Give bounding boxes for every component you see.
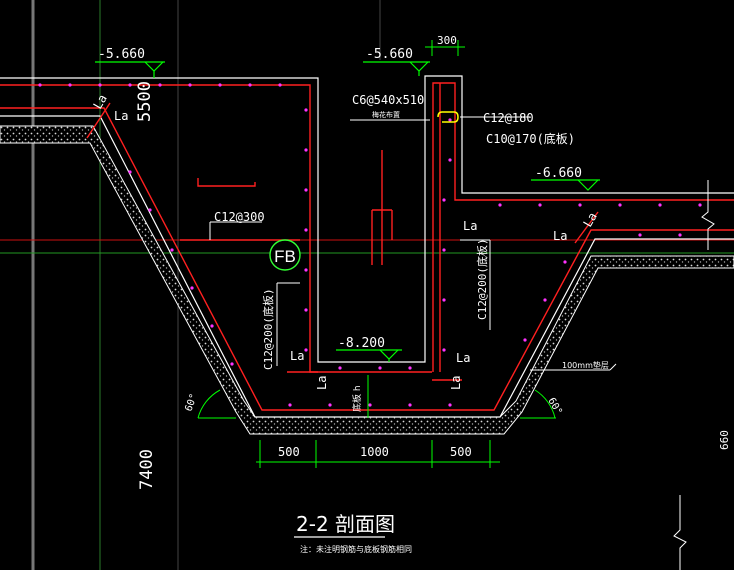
break-symbols xyxy=(673,180,734,570)
dim-wall-thickness: 300 xyxy=(437,34,457,47)
rebar-slab-label: C12@300 xyxy=(214,210,265,224)
anchor-label: La xyxy=(290,349,304,363)
anchor-label: La xyxy=(90,92,109,112)
stirrup-hook xyxy=(437,111,459,123)
rebar-top-label: C12@180 xyxy=(483,111,534,125)
rebar-inner-right xyxy=(432,82,734,372)
anchor-label: La xyxy=(553,229,567,243)
anchor-labels: La La La La La La La La La xyxy=(90,92,599,390)
anchor-label: La xyxy=(463,219,477,233)
anchor-label: La xyxy=(449,376,463,390)
anchor-label: La xyxy=(456,351,470,365)
elevation-markers xyxy=(95,61,600,362)
anchor-label: La xyxy=(114,109,128,123)
elevation-pit-bottom xyxy=(336,349,402,362)
rebar-inner-left xyxy=(0,84,432,373)
elevation-right-floor-label: -6.660 xyxy=(535,166,582,181)
concrete-outline xyxy=(0,75,734,418)
fb-marker: FB xyxy=(269,239,301,271)
rebar-lines xyxy=(0,82,734,411)
rebar-outer xyxy=(0,107,734,411)
rebar-stirrup-note: 梅花布置 xyxy=(372,110,400,119)
rebar-la-hook xyxy=(574,211,599,244)
angle-arc-left xyxy=(197,389,221,419)
section-title: 2-2 剖面图 xyxy=(296,512,395,536)
anchor-label: La xyxy=(315,376,329,390)
cushion-fill xyxy=(0,125,734,435)
depth-h-label: 底板 h xyxy=(351,385,363,412)
dimension-lines xyxy=(197,40,556,468)
elevation-left-top xyxy=(95,61,165,78)
leader-lines xyxy=(209,116,617,371)
cushion-label: 100mm垫层 xyxy=(562,360,609,370)
stirrup xyxy=(437,111,459,123)
rebar-stirrup-label: C6@540x510 xyxy=(352,93,424,107)
gravel-cushion xyxy=(0,125,734,435)
elevation-mid-top xyxy=(363,61,430,76)
dim-bottom-right: 500 xyxy=(450,445,472,459)
anchor-label: La xyxy=(580,210,599,230)
rebar-dots xyxy=(38,83,702,407)
angle-right-label: 60° xyxy=(545,396,564,417)
pit-outer-outline xyxy=(0,115,734,418)
angle-arc-right xyxy=(534,389,556,419)
elevation-left-top-label: -5.660 xyxy=(98,47,145,62)
break-line xyxy=(673,495,687,570)
dim-5500-label: 5500 xyxy=(135,81,155,122)
rebar-la-hook xyxy=(86,102,111,139)
rebar-side-label: C10@170(底板) xyxy=(486,131,575,146)
rebar-wall-left-label: C12@200(底板) xyxy=(261,288,275,370)
fb-label: FB xyxy=(274,247,296,266)
rebar-wall-right-label: C12@200(底板) xyxy=(475,238,489,320)
break-line xyxy=(701,180,715,250)
elevation-right-floor xyxy=(531,179,600,191)
dim-660-label: 660 xyxy=(718,430,731,450)
dim-7400-label: 7400 xyxy=(137,449,157,490)
dim-bottom-left: 500 xyxy=(278,445,300,459)
elevation-pit-bottom-label: -8.200 xyxy=(338,336,385,351)
section-title-block: 2-2 剖面图 注：未注明钢筋与底板钢筋相同 xyxy=(294,512,412,554)
angle-left-label: 60° xyxy=(183,392,200,413)
elevation-mid-top-label: -5.660 xyxy=(366,47,413,62)
rebar-bent-bar xyxy=(197,178,256,187)
dim-bottom-mid: 1000 xyxy=(360,445,389,459)
pit-inner-outline xyxy=(0,75,734,363)
section-subtitle: 注：未注明钢筋与底板钢筋相同 xyxy=(300,544,412,554)
